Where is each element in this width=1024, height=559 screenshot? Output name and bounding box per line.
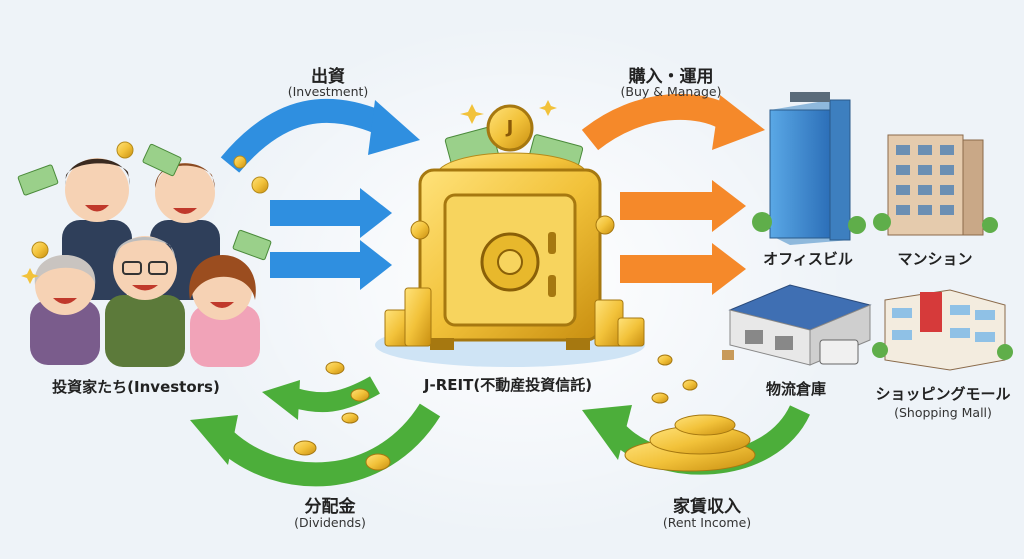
jreit-safe bbox=[375, 104, 645, 367]
investment-arrowhead-2 bbox=[360, 240, 392, 290]
mansion-label: マンション bbox=[897, 250, 973, 268]
j-coin bbox=[486, 104, 534, 152]
dividend-coins bbox=[293, 361, 391, 471]
mall-sub-label: (Shopping Mall) bbox=[894, 405, 992, 420]
rent-income-label: 家賃収入 bbox=[673, 497, 741, 517]
sparkles bbox=[21, 100, 557, 284]
buy-manage-label: 購入・運用 bbox=[628, 67, 714, 87]
dividend-arrowhead-upper bbox=[262, 380, 300, 420]
coin-stacks bbox=[384, 287, 645, 347]
investment-arrowhead bbox=[368, 100, 420, 155]
investors-illustration bbox=[17, 141, 272, 367]
rent-income-sub-label: (Rent Income) bbox=[662, 515, 752, 530]
investment-arrows bbox=[220, 98, 420, 290]
investment-sub-label: (Investment) bbox=[287, 84, 369, 99]
buy-manage-sub-label: (Buy & Manage) bbox=[620, 84, 722, 99]
buy-arrow-2 bbox=[620, 255, 715, 283]
investor-woman bbox=[189, 255, 260, 367]
investment-arrowhead-1 bbox=[360, 188, 392, 238]
dividend-arrow-lower bbox=[216, 403, 441, 487]
investor-grandma bbox=[30, 255, 100, 365]
buy-arrowhead bbox=[712, 95, 765, 150]
investors-label: 投資家たち(Investors) bbox=[52, 378, 220, 396]
investor-grandpa bbox=[105, 236, 185, 367]
dividends-sub-label: (Dividends) bbox=[294, 515, 366, 530]
office-label: オフィスビル bbox=[763, 250, 853, 268]
investment-arrow-curved bbox=[220, 98, 390, 173]
investment-arrow-2 bbox=[270, 252, 365, 278]
mall-label: ショッピングモール bbox=[875, 385, 1011, 403]
dividend-arrowhead-lower bbox=[190, 415, 238, 465]
rent-coin-pile bbox=[624, 354, 756, 472]
mall-building bbox=[872, 289, 1013, 371]
j-coin-letter: J bbox=[506, 117, 514, 138]
buy-arrow-1 bbox=[620, 192, 715, 220]
dividends-label: 分配金 bbox=[304, 497, 356, 517]
warehouse-building bbox=[722, 284, 872, 366]
warehouse-label: 物流倉庫 bbox=[765, 380, 827, 398]
mansion-building bbox=[873, 134, 998, 236]
investment-arrow-1 bbox=[270, 200, 365, 226]
office-building bbox=[752, 92, 866, 245]
buy-manage-arrows bbox=[581, 93, 765, 295]
dividend-arrows bbox=[190, 376, 441, 487]
jreit-label: J-REIT(不動産投資信託) bbox=[423, 376, 593, 394]
investment-label: 出資 bbox=[311, 67, 345, 87]
buy-arrowhead-1 bbox=[712, 180, 746, 232]
rent-arrowhead bbox=[582, 405, 632, 460]
buy-arrowhead-2 bbox=[712, 243, 746, 295]
